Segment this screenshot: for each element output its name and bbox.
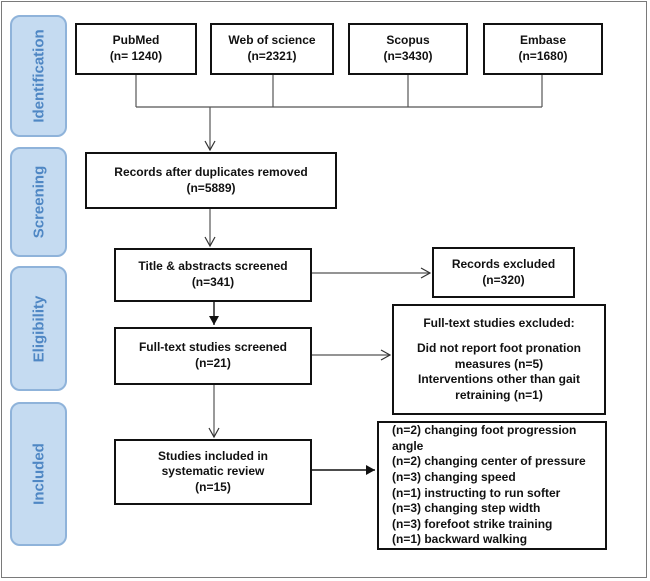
source-embase-name: Embase — [519, 33, 567, 48]
included-studies-count: (n=15) — [195, 479, 231, 494]
fulltext-screened-count: (n=21) — [195, 356, 231, 370]
source-embase-count: (n=1680) — [518, 49, 568, 63]
intervention-item: (n=2) changing center of pressure — [392, 454, 586, 469]
intervention-item: (n=3) forefoot strike training — [392, 516, 553, 531]
title-abstract-box: Title & abstracts screened (n=341) — [114, 248, 312, 302]
stage-included: Included — [10, 402, 67, 546]
source-scopus-count: (n=3430) — [383, 49, 433, 63]
stage-eligibility-label: Eligibility — [30, 295, 47, 362]
source-scopus: Scopus (n=3430) — [348, 23, 468, 75]
title-abstract-count: (n=341) — [191, 275, 235, 289]
source-wos-name: Web of science — [228, 33, 316, 48]
intervention-item: (n=2) changing foot progression — [392, 423, 577, 438]
stage-included-label: Included — [30, 443, 47, 505]
source-pubmed-count: (n= 1240) — [109, 49, 163, 63]
intervention-item: (n=1) backward walking — [392, 532, 528, 547]
records-after-duplicates-count: (n=5889) — [186, 180, 236, 195]
fulltext-excluded-box: Full-text studies excluded: Did not repo… — [392, 304, 606, 415]
included-studies-line2: systematic review — [161, 464, 265, 479]
title-abstract-label: Title & abstracts screened — [138, 259, 288, 274]
stage-eligibility: Eligibility — [10, 266, 67, 391]
records-excluded-label: Records excluded — [451, 256, 556, 271]
records-after-duplicates-label: Records after duplicates removed — [114, 164, 308, 179]
exclusion-reason-2-line1: Interventions other than gait — [417, 372, 580, 387]
included-studies-box: Studies included in systematic review (n… — [114, 439, 312, 505]
exclusion-reason-1-line2: measures (n=5) — [454, 356, 544, 371]
source-scopus-name: Scopus — [386, 33, 430, 48]
included-studies-line1: Studies included in — [157, 448, 268, 463]
fulltext-screened-box: Full-text studies screened (n=21) — [114, 327, 312, 385]
source-pubmed: PubMed (n= 1240) — [75, 23, 197, 75]
stage-identification: Identification — [10, 15, 67, 137]
source-embase: Embase (n=1680) — [483, 23, 603, 75]
exclusion-reason-2-line2: retraining (n=1) — [455, 387, 543, 402]
fulltext-excluded-heading: Full-text studies excluded: — [423, 315, 575, 330]
stage-identification-label: Identification — [30, 29, 47, 123]
records-after-duplicates-box: Records after duplicates removed (n=5889… — [85, 152, 337, 209]
stage-screening: Screening — [10, 147, 67, 257]
stage-screening-label: Screening — [30, 165, 47, 239]
records-excluded-box: Records excluded (n=320) — [432, 247, 575, 298]
intervention-item: angle — [392, 438, 424, 453]
fulltext-screened-label: Full-text studies screened — [138, 340, 288, 355]
exclusion-reason-1-line1: Did not report foot pronation — [417, 341, 581, 356]
source-web-of-science: Web of science (n=2321) — [210, 23, 334, 75]
intervention-item: (n=3) changing speed — [392, 469, 516, 484]
source-pubmed-name: PubMed — [112, 33, 160, 48]
interventions-box: (n=2) changing foot progression angle (n… — [377, 421, 607, 550]
source-wos-count: (n=2321) — [247, 49, 297, 63]
intervention-item: (n=3) changing step width — [392, 501, 541, 516]
intervention-item: (n=1) instructing to run softer — [392, 485, 561, 500]
records-excluded-count: (n=320) — [482, 272, 525, 287]
